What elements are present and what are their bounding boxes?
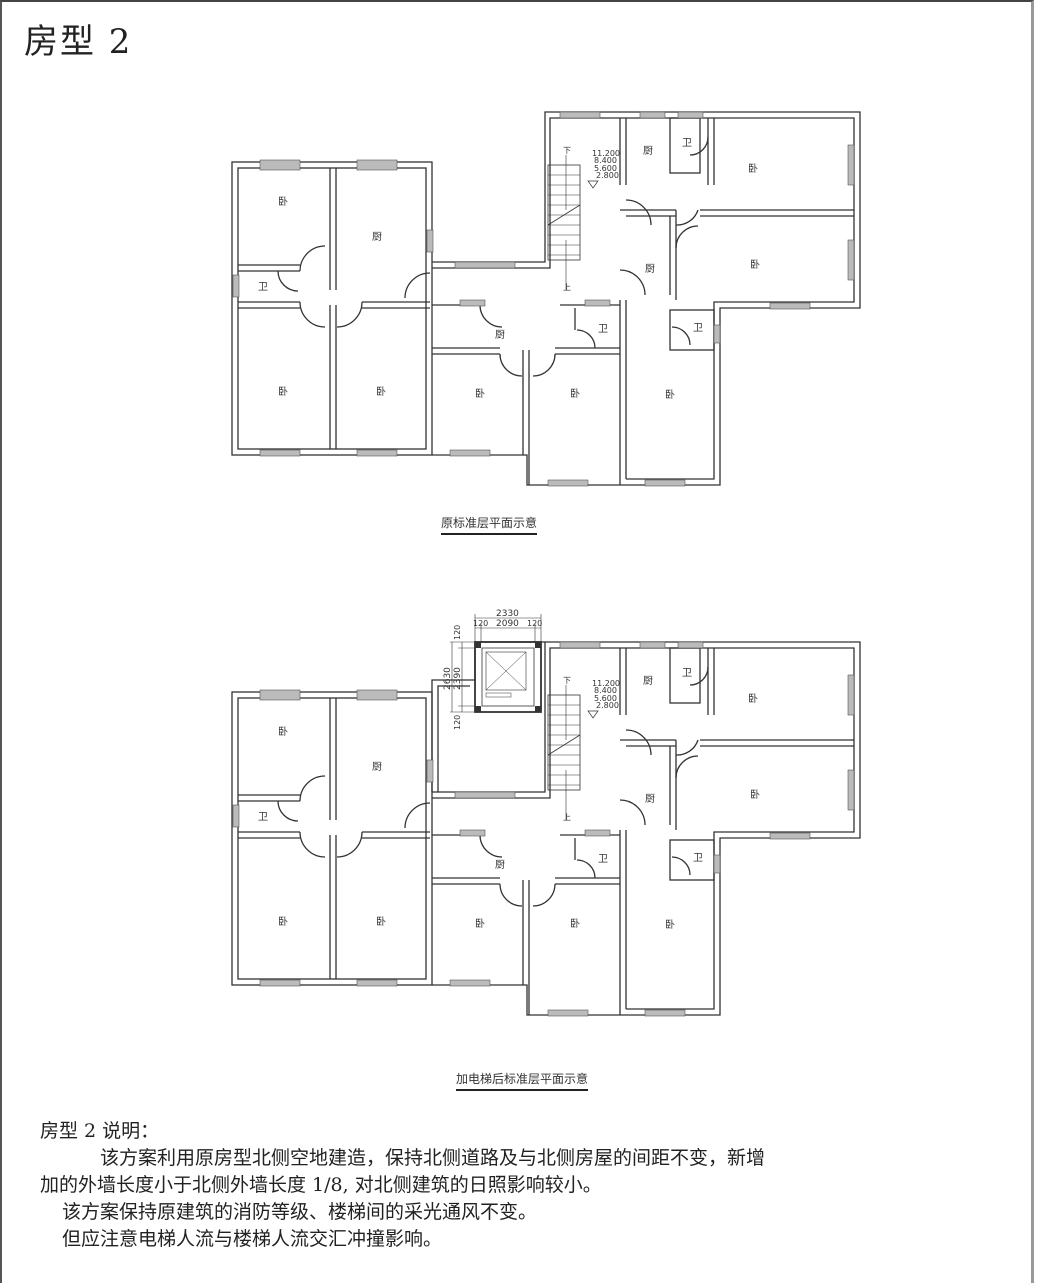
room-kitchen: 厨	[495, 859, 505, 871]
svg-text:5.600: 5.600	[594, 694, 617, 703]
room-kitchen: 厨	[643, 675, 653, 687]
room-bathroom: 卫	[682, 668, 692, 679]
elevator-dimension-lines	[450, 614, 542, 713]
dim-wall-left: 120	[473, 619, 488, 628]
level-marker-icon	[587, 180, 599, 189]
dim-wall-bottom: 120	[453, 715, 462, 730]
original-floor-plan: 卧 厨 卫 卧 卧 厨 卫 卧 卧 卧 卫 厨 卫 卧 卧 厨 下 上 11.2…	[0, 0, 1038, 560]
room-kitchen: 厨	[495, 329, 505, 341]
room-bathroom: 卫	[693, 853, 703, 864]
room-bedroom: 卧	[665, 918, 675, 931]
room-bedroom: 卧	[376, 385, 386, 398]
notes-paragraph: 该方案利用原房型北侧空地建造，保持北侧道路及与北侧房屋的间距不变，新增	[100, 1147, 766, 1169]
stair-up-label: 上	[563, 283, 571, 292]
notes-heading: 房型 2 说明：	[40, 1120, 160, 1142]
svg-text:11.200: 11.200	[592, 149, 620, 158]
room-bedroom: 卧	[278, 725, 288, 738]
dim-total-depth: 2630	[443, 667, 453, 690]
stair-up-label: 上	[563, 813, 571, 822]
room-bedroom: 卧	[570, 917, 580, 930]
level-marks: 11.200 8.400 5.600 2.800	[592, 149, 620, 180]
room-bathroom: 卫	[598, 324, 608, 335]
room-bedroom: 卧	[278, 915, 288, 928]
dim-inner-depth: 2390	[453, 667, 463, 690]
svg-text:2.800: 2.800	[596, 171, 619, 180]
room-bedroom: 卧	[665, 388, 675, 401]
description-notes: 房型 2 说明： 该方案利用原房型北侧空地建造，保持北侧道路及与北侧房屋的间距不…	[40, 1118, 1010, 1253]
floor-plan-drawing: 2330 120 2090 120 2630 2390 120 120 卧 厨 …	[231, 609, 861, 1017]
room-bedroom: 卧	[750, 258, 760, 271]
plan-caption: 原标准层平面示意	[441, 514, 538, 535]
notes-paragraph: 加的外墙长度小于北侧外墙长度 1/8, 对北侧建筑的日照影响较小。	[40, 1174, 602, 1196]
svg-text:2.800: 2.800	[596, 701, 619, 710]
dim-wall-right: 120	[527, 619, 542, 628]
stair-down-label: 下	[563, 146, 571, 155]
floor-plan-drawing: 卧 厨 卫 卧 卧 厨 卫 卧 卧 卧 卫 厨 卫 卧 卧 厨 下 上 11.2…	[231, 111, 861, 487]
stair-down-label: 下	[563, 676, 571, 685]
plan-caption: 加电梯后标准层平面示意	[456, 1070, 589, 1091]
notes-paragraph: 该方案保持原建筑的消防等级、楼梯间的采光通风不变。	[62, 1201, 538, 1223]
room-kitchen: 厨	[372, 761, 382, 773]
page-title: 房型 2	[24, 22, 133, 62]
room-bedroom: 卧	[748, 692, 758, 705]
room-kitchen: 厨	[645, 793, 655, 805]
room-kitchen: 厨	[372, 231, 382, 243]
room-bedroom: 卧	[376, 915, 386, 928]
level-marker-icon	[587, 710, 599, 719]
dim-inner-width: 2090	[496, 619, 519, 629]
room-bedroom: 卧	[278, 195, 288, 208]
dim-wall-top: 120	[453, 625, 462, 640]
svg-text:8.400: 8.400	[594, 156, 617, 165]
room-kitchen: 厨	[645, 263, 655, 275]
elevator-floor-plan: 2330 120 2090 120 2630 2390 120 120 卧 厨 …	[0, 530, 1038, 1091]
dim-total-width: 2330	[496, 609, 519, 619]
svg-text:11.200: 11.200	[592, 679, 620, 688]
room-bedroom: 卧	[748, 162, 758, 175]
room-bathroom: 卫	[598, 854, 608, 865]
room-bedroom: 卧	[570, 387, 580, 400]
room-bathroom: 卫	[682, 138, 692, 149]
room-bedroom: 卧	[475, 917, 485, 930]
level-marks: 11.200 8.400 5.600 2.800	[592, 679, 620, 710]
room-kitchen: 厨	[643, 145, 653, 157]
room-bedroom: 卧	[475, 387, 485, 400]
room-bedroom: 卧	[750, 788, 760, 801]
room-bathroom: 卫	[693, 323, 703, 334]
room-bathroom: 卫	[258, 282, 268, 293]
room-bathroom: 卫	[258, 812, 268, 823]
notes-paragraph: 但应注意电梯人流与楼梯人流交汇冲撞影响。	[62, 1228, 443, 1250]
svg-text:5.600: 5.600	[594, 164, 617, 173]
svg-text:8.400: 8.400	[594, 686, 617, 695]
room-bedroom: 卧	[278, 385, 288, 398]
